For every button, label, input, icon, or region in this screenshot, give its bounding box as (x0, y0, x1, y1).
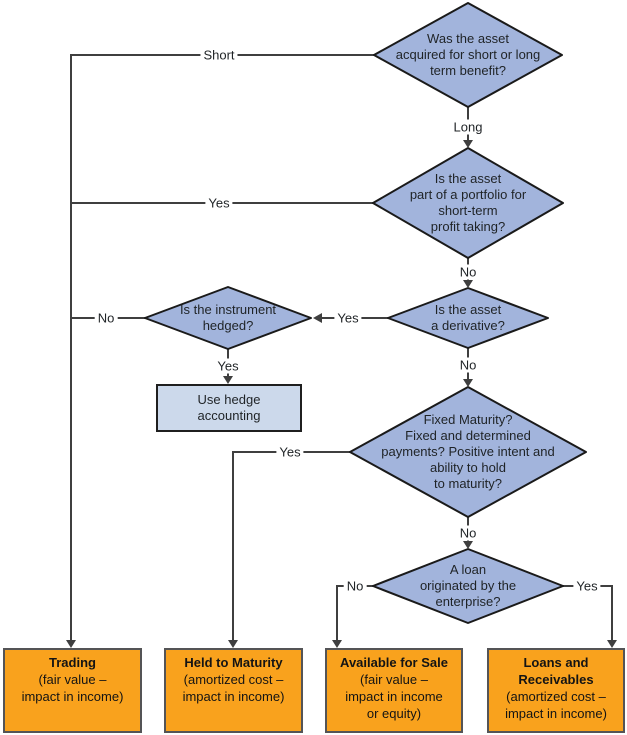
arrowhead-down-icon (223, 376, 233, 384)
outcome-detail: (fair value – (360, 672, 428, 687)
outcome-held-to-maturity: Held to Maturity (amortized cost – impac… (164, 648, 303, 733)
arrowhead-down-icon (463, 280, 473, 288)
decision-term-text: Was the asset acquired for short or long… (368, 10, 568, 100)
decision-maturity-diamond (349, 386, 587, 518)
outcome-title: Held to Maturity (184, 655, 283, 670)
outcome-trading: Trading (fair value – impact in income) (3, 648, 142, 733)
outcome-title: Loans and (523, 655, 589, 670)
text-line: a derivative? (431, 318, 505, 333)
edge-label-portfolio-no: No (456, 264, 480, 280)
outcome-title: Available for Sale (340, 655, 448, 670)
text-line: Is the instrument (179, 302, 277, 317)
arrowhead-down-icon (66, 640, 76, 648)
text-line: Was the asset (427, 31, 509, 46)
arrowhead-down-icon (332, 640, 342, 648)
decision-loan-diamond (372, 548, 564, 624)
text-line: profit taking? (430, 219, 506, 234)
outcome-detail: (amortized cost – (183, 672, 284, 687)
outcome-detail: impact in income (345, 689, 443, 704)
arrowhead-down-icon (607, 640, 617, 648)
text-line: Fixed Maturity? (423, 412, 513, 427)
process-use-hedge-accounting: Use hedge accounting (156, 384, 302, 432)
outcome-loans-and-receivables: Loans and Receivables (amortized cost – … (487, 648, 625, 733)
edge-loan-yes-line (563, 585, 613, 640)
text-line: Is the asset (434, 171, 502, 186)
arrowhead-down-icon (463, 140, 473, 148)
edge-label-maturity-yes: Yes (276, 444, 304, 460)
decision-derivative-diamond (387, 287, 549, 349)
text-line: Fixed and determined (405, 428, 531, 443)
text-line: short-term (438, 203, 498, 218)
outcome-title: Trading (49, 655, 96, 670)
edge-label-long: Long (450, 119, 486, 135)
text-line: Is the asset (434, 302, 502, 317)
edge-maturity-yes-line (232, 451, 350, 640)
outcome-detail: (fair value – (38, 672, 107, 687)
text-line: to maturity? (434, 476, 502, 491)
arrowhead-down-icon (463, 541, 473, 549)
outcome-title: Receivables (518, 672, 594, 687)
outcome-detail: impact in income) (21, 689, 124, 704)
text-line: ability to hold (430, 460, 506, 475)
outcome-detail: or equity) (366, 706, 422, 721)
decision-portfolio-diamond (372, 147, 564, 259)
text-line: payments? Positive intent and (381, 444, 555, 459)
edge-label-portfolio-yes: Yes (205, 195, 233, 211)
text-line: part of a portfolio for (409, 187, 527, 202)
edge-loan-no-line (336, 585, 373, 640)
decision-derivative-text: Is the asset a derivative? (388, 293, 548, 343)
edge-label-derivative-no: No (456, 357, 480, 373)
edge-label-maturity-no: No (456, 525, 480, 541)
decision-loan-text: A loan originated by the enterprise? (378, 556, 558, 616)
decision-hedged-text: Is the instrument hedged? (148, 293, 308, 343)
outcome-available-for-sale: Available for Sale (fair value – impact … (325, 648, 463, 733)
text-line: acquired for short or long (395, 47, 541, 62)
text-line: enterprise? (435, 594, 501, 609)
decision-hedged-diamond (144, 286, 312, 350)
text-line: Use hedge (197, 392, 261, 407)
outcome-detail: impact in income) (505, 706, 607, 721)
edge-label-hedged-no: No (94, 310, 118, 326)
edge-label-derivative-yes: Yes (334, 310, 362, 326)
text-line: hedged? (202, 318, 254, 333)
decision-term-diamond (373, 2, 563, 108)
decision-maturity-text: Fixed Maturity? Fixed and determined pay… (353, 402, 583, 502)
edge-label-short: Short (200, 47, 238, 63)
arrowhead-left-icon (313, 313, 322, 323)
text-line: A loan (449, 562, 487, 577)
outcome-detail: impact in income) (182, 689, 285, 704)
edge-short-trunk-line (70, 54, 374, 640)
edge-label-loan-yes: Yes (573, 578, 601, 594)
decision-portfolio-text: Is the asset part of a portfolio for sho… (368, 153, 568, 253)
text-line: term benefit? (430, 63, 506, 78)
edge-label-loan-no: No (343, 578, 367, 594)
outcome-detail: (amortized cost – (506, 689, 606, 704)
arrowhead-down-icon (228, 640, 238, 648)
arrowhead-down-icon (463, 379, 473, 387)
text-line: originated by the (419, 578, 517, 593)
edge-label-hedged-yes: Yes (214, 358, 242, 374)
text-line: accounting (197, 408, 261, 423)
